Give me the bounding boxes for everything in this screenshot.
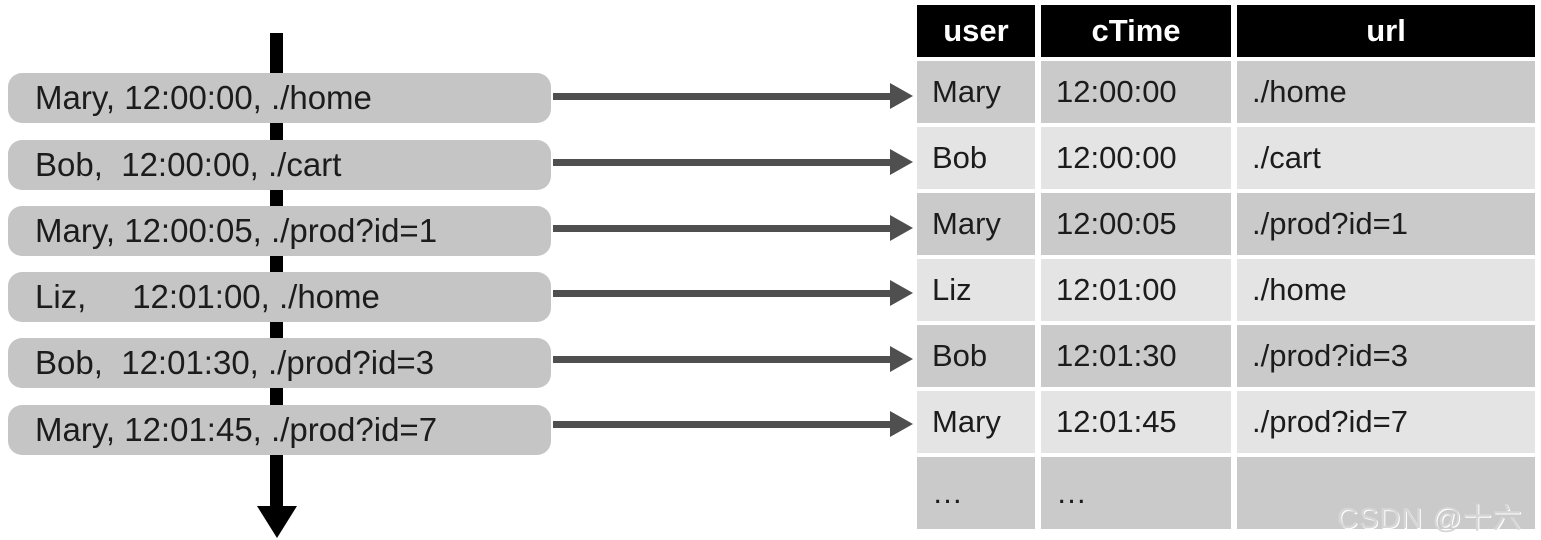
table-cell: ./home [1237, 61, 1535, 123]
arrowhead-icon [890, 83, 913, 109]
watermark: CSDN @十六 [1337, 503, 1523, 535]
table-cell: … [917, 457, 1035, 529]
table-cell: 12:00:05 [1041, 193, 1231, 255]
table-header-user: user [917, 5, 1035, 57]
table-cell: 12:00:00 [1041, 127, 1231, 189]
row-mapping-arrow-icon [553, 346, 913, 372]
event-box: Liz, 12:01:00, ./home [8, 272, 551, 322]
table-cell: ./cart [1237, 127, 1535, 189]
event-label: Mary, 12:01:45, ./prod?id=7 [35, 411, 438, 448]
table-cell: Bob [917, 127, 1035, 189]
event-box: Mary, 12:00:05, ./prod?id=1 [8, 206, 551, 256]
event-label: Mary, 12:00:00, ./home [35, 79, 372, 116]
table-cell: 12:01:30 [1041, 325, 1231, 387]
table-cell: ./prod?id=3 [1237, 325, 1535, 387]
arrow-shaft [553, 224, 890, 232]
arrow-shaft [553, 289, 890, 297]
table-cell: Mary [917, 391, 1035, 453]
event-label: Liz, 12:01:00, ./home [35, 278, 380, 315]
table-cell: Bob [917, 325, 1035, 387]
table-cell: ./prod?id=1 [1237, 193, 1535, 255]
arrowhead-icon [890, 215, 913, 241]
event-label: Mary, 12:00:05, ./prod?id=1 [35, 212, 438, 249]
event-label: Bob, 12:01:30, ./prod?id=3 [35, 344, 435, 381]
table-cell [1237, 457, 1535, 529]
event-label: Bob, 12:00:00, ./cart [35, 146, 342, 183]
row-mapping-arrow-icon [553, 149, 913, 175]
table-cell: 12:01:00 [1041, 259, 1231, 321]
event-box: Bob, 12:00:00, ./cart [8, 140, 551, 190]
row-mapping-arrow-icon [553, 411, 913, 437]
arrow-shaft [553, 355, 890, 363]
table-cell: 12:00:00 [1041, 61, 1231, 123]
table-cell: Mary [917, 61, 1035, 123]
table-cell: … [1041, 457, 1231, 529]
row-mapping-arrow-icon [553, 280, 913, 306]
clickstream-table: user cTime url Mary 12:00:00 ./home Bob … [917, 5, 1535, 529]
arrow-shaft [553, 92, 890, 100]
arrowhead-icon [890, 411, 913, 437]
table-cell: 12:01:45 [1041, 391, 1231, 453]
arrowhead-icon [890, 280, 913, 306]
event-box: Mary, 12:01:45, ./prod?id=7 [8, 405, 551, 455]
timeline-arrowhead-icon [257, 506, 297, 538]
table-cell: Liz [917, 259, 1035, 321]
arrow-shaft [553, 158, 890, 166]
table-header-ctime: cTime [1041, 5, 1231, 57]
event-box: Mary, 12:00:00, ./home [8, 73, 551, 123]
row-mapping-arrow-icon [553, 83, 913, 109]
table-header-url: url [1237, 5, 1535, 57]
arrowhead-icon [890, 346, 913, 372]
table-cell: ./home [1237, 259, 1535, 321]
table-cell: ./prod?id=7 [1237, 391, 1535, 453]
arrowhead-icon [890, 149, 913, 175]
row-mapping-arrow-icon [553, 215, 913, 241]
event-box: Bob, 12:01:30, ./prod?id=3 [8, 338, 551, 388]
arrow-shaft [553, 420, 890, 428]
table-cell: Mary [917, 193, 1035, 255]
